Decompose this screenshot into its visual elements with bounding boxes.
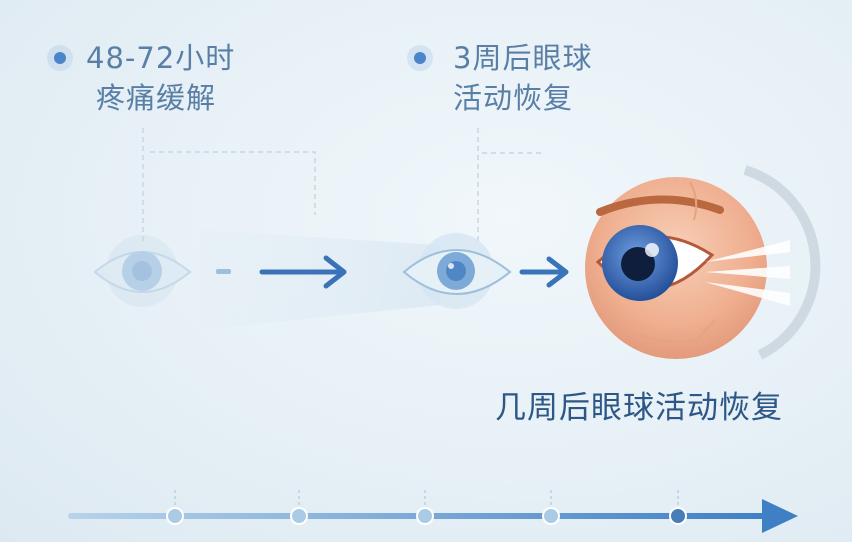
stage-label-line1: 3周后眼球 [453,41,593,75]
stage-label-line2: 疼痛缓解 [96,81,217,115]
stage-label-pain-relief: 48-72小时 疼痛缓解 [54,38,236,118]
timeline [68,490,798,533]
stage-label-eye-movement: 3周后眼球 活动恢复 [414,38,593,118]
bullet-dot [54,52,66,64]
timeline-ticks [166,490,687,525]
faded-eye-icon [93,235,192,307]
arrow-right-icon [519,256,569,288]
recovery-caption: 几周后眼球活动恢复 [495,390,783,426]
connector-lines [142,128,545,245]
eye-icon [402,233,512,309]
timeline-arrowhead [762,499,798,533]
bullet-dot [414,52,426,64]
light-beam [200,230,440,330]
timeline-tick-dot [669,507,687,525]
dash-icon [216,269,231,274]
light-rays [705,240,790,306]
healthy-eye-illustration [585,165,821,360]
timeline-tick-dot [290,507,308,525]
stage-label-line1: 48-72小时 [86,41,236,75]
arrow-right-icon [259,255,347,289]
timeline-tick-dot [542,507,560,525]
timeline-tick-dot [416,507,434,525]
timeline-tick-dot [166,507,184,525]
stage-label-line2: 活动恢复 [453,81,574,115]
